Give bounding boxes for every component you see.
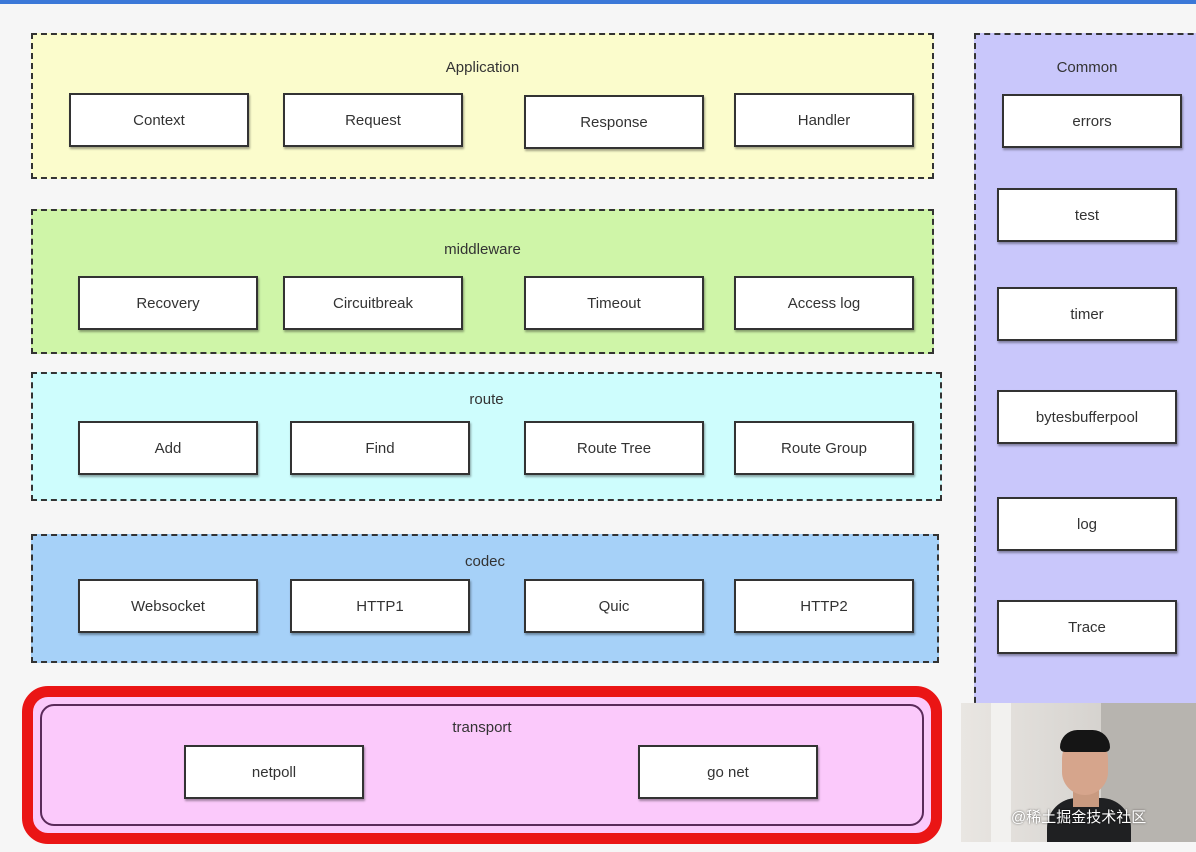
http2-box: HTTP2 bbox=[734, 579, 914, 633]
netpoll-box: netpoll bbox=[184, 745, 364, 799]
websocket-box: Websocket bbox=[78, 579, 258, 633]
context-box: Context bbox=[69, 93, 249, 147]
common-layer-title: Common bbox=[1056, 59, 1118, 76]
timeout-box: Timeout bbox=[524, 276, 704, 330]
transport-layer-title: transport bbox=[452, 719, 512, 736]
handler-box: Handler bbox=[734, 93, 914, 147]
log-box: log bbox=[997, 497, 1177, 551]
access-log-box: Access log bbox=[734, 276, 914, 330]
add-box: Add bbox=[78, 421, 258, 475]
find-box: Find bbox=[290, 421, 470, 475]
presenter-hair bbox=[1060, 730, 1110, 752]
application-layer-title: Application bbox=[445, 59, 520, 76]
codec-layer: codec Websocket HTTP1 Quic HTTP2 bbox=[31, 534, 939, 663]
quic-box: Quic bbox=[524, 579, 704, 633]
watermark-text: @稀土掘金技术社区 bbox=[1011, 809, 1147, 826]
circuitbreak-box: Circuitbreak bbox=[283, 276, 463, 330]
route-layer-title: route bbox=[469, 391, 504, 408]
transport-layer: transport netpoll go net bbox=[22, 686, 942, 844]
test-box: test bbox=[997, 188, 1177, 242]
middleware-layer: middleware Recovery Circuitbreak Timeout… bbox=[31, 209, 934, 354]
trace-box: Trace bbox=[997, 600, 1177, 654]
timer-box: timer bbox=[997, 287, 1177, 341]
http1-box: HTTP1 bbox=[290, 579, 470, 633]
route-layer: route Add Find Route Tree Route Group bbox=[31, 372, 942, 501]
request-box: Request bbox=[283, 93, 463, 147]
go-net-box: go net bbox=[638, 745, 818, 799]
codec-layer-title: codec bbox=[464, 553, 506, 570]
middleware-layer-title: middleware bbox=[444, 241, 521, 258]
video-background-door bbox=[991, 703, 1011, 842]
top-accent-bar bbox=[0, 0, 1196, 4]
route-tree-box: Route Tree bbox=[524, 421, 704, 475]
recovery-box: Recovery bbox=[78, 276, 258, 330]
route-group-box: Route Group bbox=[734, 421, 914, 475]
common-layer: Common errors test timer bytesbufferpool… bbox=[974, 33, 1196, 723]
errors-box: errors bbox=[1002, 94, 1182, 148]
presenter-video bbox=[961, 703, 1196, 842]
response-box: Response bbox=[524, 95, 704, 149]
bytesbufferpool-box: bytesbufferpool bbox=[997, 390, 1177, 444]
application-layer: Application Context Request Response Han… bbox=[31, 33, 934, 179]
